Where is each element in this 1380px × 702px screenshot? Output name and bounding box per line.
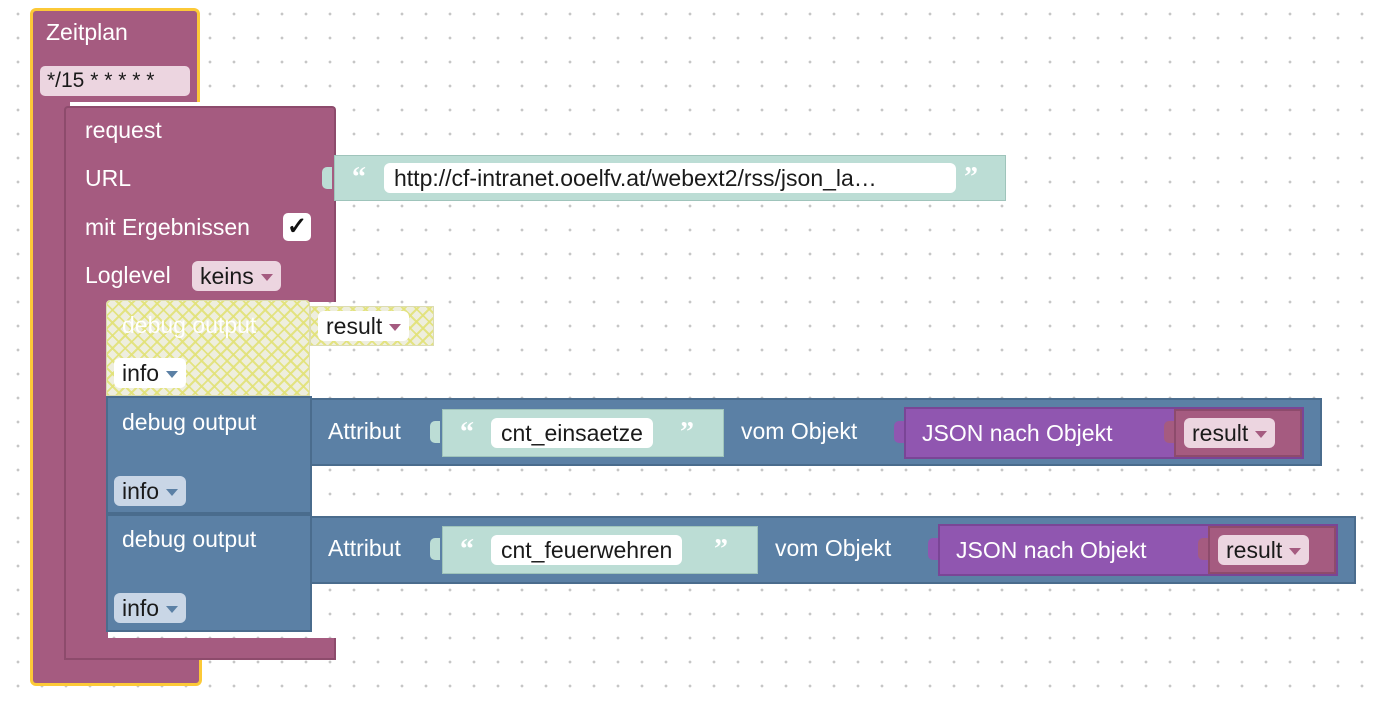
from-object-label-1: vom Objekt [741, 418, 858, 444]
var-dropdown[interactable]: result [318, 311, 410, 341]
schedule-block-bottom [30, 656, 202, 686]
var-dropdown-1[interactable]: result [1184, 418, 1276, 448]
connector-tab [322, 167, 332, 189]
attribute-label-2: Attribut [328, 535, 401, 561]
results-checkbox[interactable]: ✓ [283, 213, 311, 241]
chevron-down-icon [1289, 548, 1302, 556]
connector-tab [430, 421, 440, 443]
var-value-2: result [1226, 537, 1283, 563]
connector-tab [928, 538, 938, 560]
connector-tab [1198, 538, 1208, 560]
loglevel-label: Loglevel [85, 262, 171, 288]
connector-tab [1164, 421, 1174, 443]
quote-open-icon: “ [352, 162, 366, 193]
chevron-down-icon [166, 489, 179, 497]
quote-close-icon: ” [964, 162, 978, 193]
request-block-bottom [64, 638, 336, 660]
attribute-name-1[interactable]: cnt_einsaetze [491, 418, 653, 448]
connector-tab [430, 538, 440, 560]
quote-open-icon: “ [460, 417, 474, 448]
level-dropdown-2[interactable]: info [114, 593, 187, 623]
debug-label-1: debug output [122, 409, 257, 435]
debug-disabled-label: debug output [122, 312, 257, 338]
loglevel-value: keins [200, 263, 254, 289]
loglevel-dropdown[interactable]: keins [192, 261, 281, 291]
quote-close-icon: ” [680, 417, 694, 448]
var-value-1: result [1192, 420, 1249, 446]
url-label: URL [85, 165, 132, 191]
quote-open-icon: “ [460, 534, 474, 565]
json-label-1: JSON nach Objekt [922, 420, 1113, 446]
cron-field[interactable]: */15 * * * * * [40, 66, 190, 96]
var-value: result [326, 313, 383, 339]
debug-label-2: debug output [122, 526, 257, 552]
connector-tab [894, 421, 904, 443]
level-value-1: info [122, 478, 160, 504]
attribute-label-1: Attribut [328, 418, 401, 444]
schedule-block-body [30, 100, 70, 670]
level-dropdown[interactable]: info [114, 358, 187, 388]
chevron-down-icon [260, 274, 273, 282]
json-label-2: JSON nach Objekt [956, 537, 1147, 563]
results-label: mit Ergebnissen [85, 214, 250, 240]
var-dropdown-2[interactable]: result [1218, 535, 1310, 565]
level-value: info [122, 360, 160, 386]
chevron-down-icon [166, 371, 179, 379]
schedule-label: Zeitplan [46, 19, 128, 45]
level-dropdown-1[interactable]: info [114, 476, 187, 506]
url-input[interactable]: http://cf-intranet.ooelfv.at/webext2/rss… [384, 163, 956, 193]
request-label: request [85, 117, 162, 143]
chevron-down-icon [166, 606, 179, 614]
attribute-name-2[interactable]: cnt_feuerwehren [491, 535, 683, 565]
level-value-2: info [122, 595, 160, 621]
request-block-body [64, 300, 108, 640]
quote-close-icon: ” [714, 534, 728, 565]
chevron-down-icon [389, 324, 402, 332]
from-object-label-2: vom Objekt [775, 535, 892, 561]
chevron-down-icon [1255, 431, 1268, 439]
